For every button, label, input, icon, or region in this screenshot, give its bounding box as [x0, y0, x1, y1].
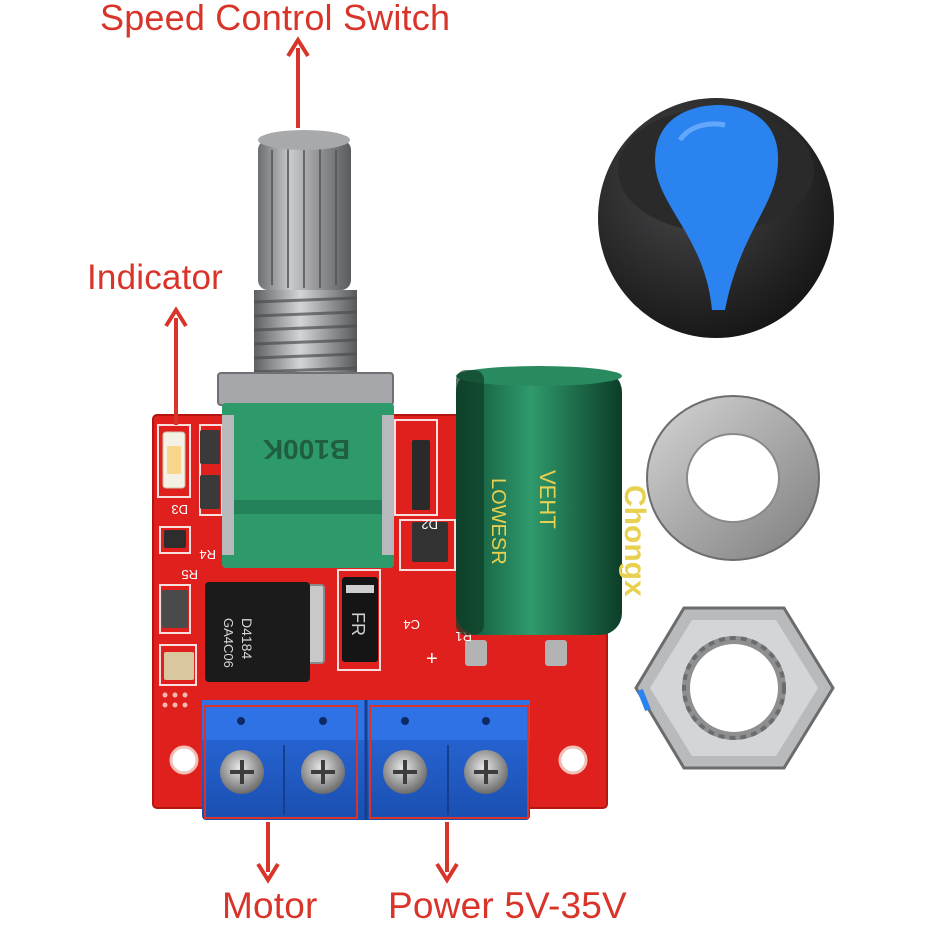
capacitor-series-a: VEHT	[535, 470, 560, 529]
silk-d2: D2	[421, 517, 438, 532]
potentiometer: B100K	[217, 130, 394, 568]
terminal-block	[202, 700, 530, 820]
capacitor: Chongx VEHT LOWESR	[456, 366, 651, 635]
mounting-hole	[169, 745, 199, 775]
motor-label: Motor	[222, 885, 318, 926]
arrow-up-icon	[164, 306, 188, 425]
capacitor-brand: Chongx	[618, 485, 651, 597]
power-terminal-highlight	[369, 705, 529, 819]
arrow-down-icon	[435, 822, 459, 884]
silk-c4: C4	[403, 617, 420, 632]
power-label: Power 5V-35V	[388, 885, 627, 926]
silk-plus: +	[426, 648, 438, 670]
diode: FR	[342, 577, 378, 662]
mosfet-line2: GA4C06	[221, 618, 236, 668]
screw	[383, 750, 427, 794]
mounting-hole	[558, 745, 588, 775]
arrow-up-icon	[286, 36, 310, 128]
screw	[220, 750, 264, 794]
indicator-label: Indicator	[87, 258, 224, 297]
silk-r5: R5	[181, 567, 198, 582]
silk-r4: R4	[199, 547, 216, 562]
washer	[646, 395, 820, 561]
screw	[464, 750, 508, 794]
indicator-led	[162, 431, 186, 489]
arrow-down-icon	[256, 822, 280, 884]
silk-d3: D3	[171, 502, 188, 517]
pot-code: B100K	[263, 434, 350, 465]
mosfet: D4184 GA4C06	[205, 582, 325, 682]
speed-control-label: Speed Control Switch	[100, 0, 451, 38]
diode-code: FR	[348, 612, 368, 636]
hex-nut	[634, 606, 835, 770]
knob-cap	[598, 98, 834, 338]
mosfet-line1: D4184	[239, 618, 255, 659]
screw	[301, 750, 345, 794]
motor-terminal-highlight	[204, 705, 358, 819]
capacitor-series-b: LOWESR	[487, 478, 509, 565]
